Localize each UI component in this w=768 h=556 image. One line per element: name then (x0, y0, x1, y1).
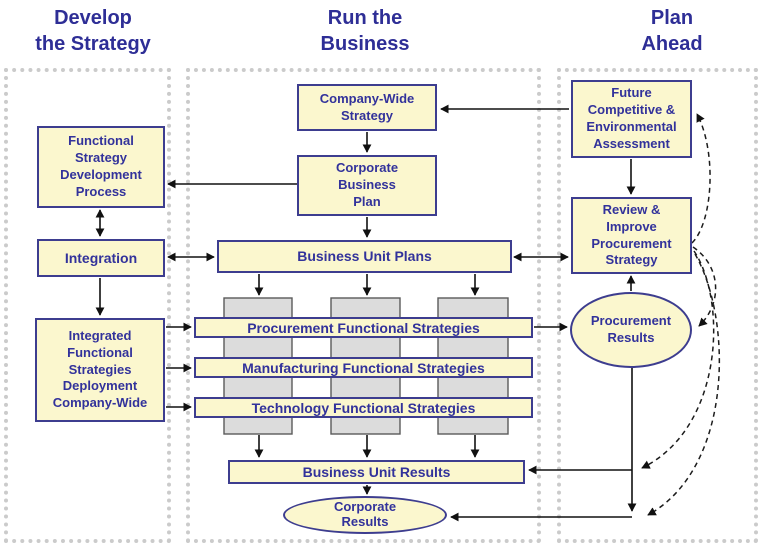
solid-connectors (95, 104, 637, 522)
dashed-arrow-feedback-to-procurement-results (692, 246, 717, 327)
box-future-competitive-environmental-assessment: Future Competitive & Environmental Asses… (571, 80, 692, 158)
box-functional-strategy-development-process: Functional Strategy Development Process (37, 126, 165, 208)
box-company-wide-strategy: Company-Wide Strategy (297, 84, 437, 131)
panel-run-the-business (186, 68, 541, 543)
header-run-the-business: Run the Business (320, 7, 410, 55)
dashed-feedback-connectors (641, 113, 721, 516)
box-technology-functional-strategies: Technology Functional Strategies (194, 397, 533, 418)
box-business-unit-plans: Business Unit Plans (217, 240, 512, 273)
box-integration: Integration (37, 239, 165, 277)
box-corporate-business-plan: Corporate Business Plan (297, 155, 437, 216)
dashed-arrow-review-to-future-assessment (691, 113, 711, 244)
ellipse-corporate-results: Corporate Results (283, 496, 447, 534)
ellipse-procurement-results: Procurement Results (570, 292, 692, 368)
box-business-unit-results: Business Unit Results (228, 460, 525, 484)
panel-develop-the-strategy (4, 68, 171, 543)
header-plan-ahead: Plan Ahead (641, 7, 703, 55)
box-review-improve-procurement-strategy: Review & Improve Procurement Strategy (571, 197, 692, 274)
header-develop-the-strategy: Develop the Strategy (35, 7, 151, 55)
box-integrated-functional-strategies-deployment: Integrated Functional Strategies Deploym… (35, 318, 165, 422)
box-manufacturing-functional-strategies: Manufacturing Functional Strategies (194, 357, 533, 378)
dashed-arrow-feedback-to-corporate-results-line (647, 253, 721, 516)
box-procurement-functional-strategies: Procurement Functional Strategies (194, 317, 533, 338)
panel-plan-ahead (557, 68, 758, 543)
